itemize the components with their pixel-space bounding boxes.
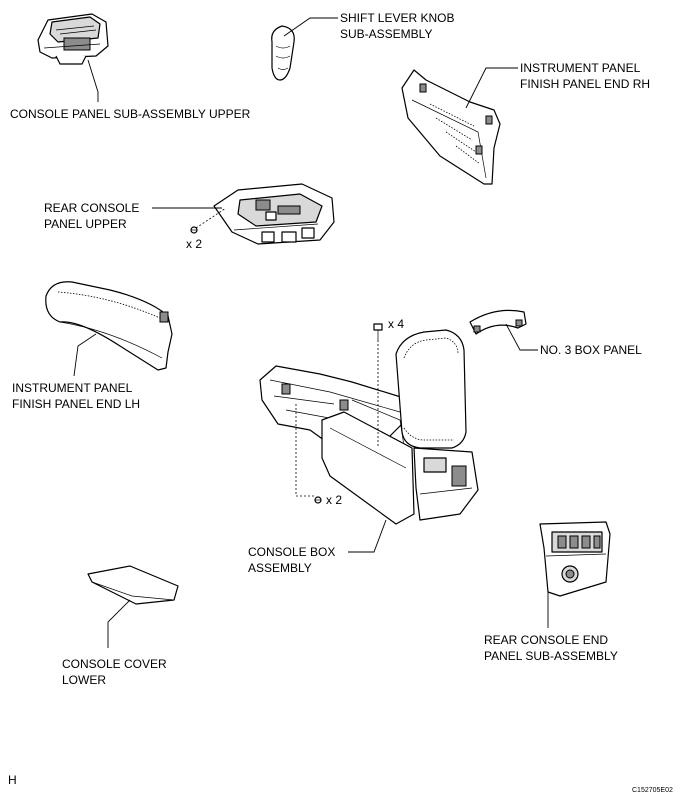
no3-box-panel-part (469, 309, 527, 335)
console-cover-lower-part (87, 565, 179, 605)
rear-console-panel-upper-part (213, 183, 335, 245)
shift-lever-knob-label-line2: SUB-ASSEMBLY (340, 27, 432, 41)
console-box-bolt-top-qty: x 4 (388, 317, 404, 331)
corner-letter: H (8, 773, 17, 787)
console-box-assembly-leader (348, 519, 387, 553)
rear-console-end-panel-label-line2: PANEL SUB-ASSEMBLY (484, 649, 618, 663)
figure-code: C152705E02 (632, 787, 673, 794)
console-panel-upper-label: CONSOLE PANEL SUB-ASSEMBLY UPPER (10, 107, 251, 121)
console-cover-lower-label-line2: LOWER (62, 673, 106, 687)
instrument-panel-end-rh-label-line1: INSTRUMENT PANEL (520, 61, 641, 75)
console-panel-upper-leader (87, 59, 99, 102)
no3-box-panel-label: NO. 3 BOX PANEL (540, 343, 642, 357)
console-box-assembly-label-line2: ASSEMBLY (248, 561, 312, 575)
console-box-bolt-bottom-qty: x 2 (326, 493, 342, 507)
console-box-bolt-bottom-dashline (295, 404, 316, 497)
instrument-panel-end-lh-part (45, 281, 173, 371)
rear-console-screw-icon (190, 226, 198, 234)
console-box-assembly-label-line1: CONSOLE BOX (248, 545, 335, 559)
console-cover-lower-label-line1: CONSOLE COVER (62, 657, 167, 671)
instrument-panel-end-rh-leader (465, 67, 518, 109)
console-box-assembly-part (259, 329, 479, 525)
console-box-bolt-bottom-icon (314, 496, 322, 504)
instrument-panel-end-lh-leader (73, 333, 97, 377)
rear-console-end-panel-label-line1: REAR CONSOLE END (484, 633, 608, 647)
shift-lever-knob-part (271, 25, 295, 81)
instrument-panel-end-rh-label-line2: FINISH PANEL END RH (520, 77, 650, 91)
instrument-panel-end-lh-label-line2: FINISH PANEL END LH (12, 397, 140, 411)
rear-console-screw-qty: x 2 (186, 237, 202, 251)
instrument-panel-end-lh-label-line1: INSTRUMENT PANEL (12, 381, 133, 395)
rear-console-panel-upper-label-line2: PANEL UPPER (44, 217, 127, 231)
console-box-bolt-top-icon (373, 323, 383, 340)
rear-console-end-panel-part (539, 521, 611, 597)
console-panel-upper-part (37, 13, 109, 65)
shift-lever-knob-label-line1: SHIFT LEVER KNOB (340, 11, 454, 25)
rear-console-panel-upper-label-line1: REAR CONSOLE (44, 201, 139, 215)
instrument-panel-end-rh-part (401, 69, 501, 185)
shift-lever-knob-leader (283, 17, 338, 37)
console-cover-lower-leader (107, 599, 131, 648)
no3-box-panel-leader (505, 323, 538, 351)
